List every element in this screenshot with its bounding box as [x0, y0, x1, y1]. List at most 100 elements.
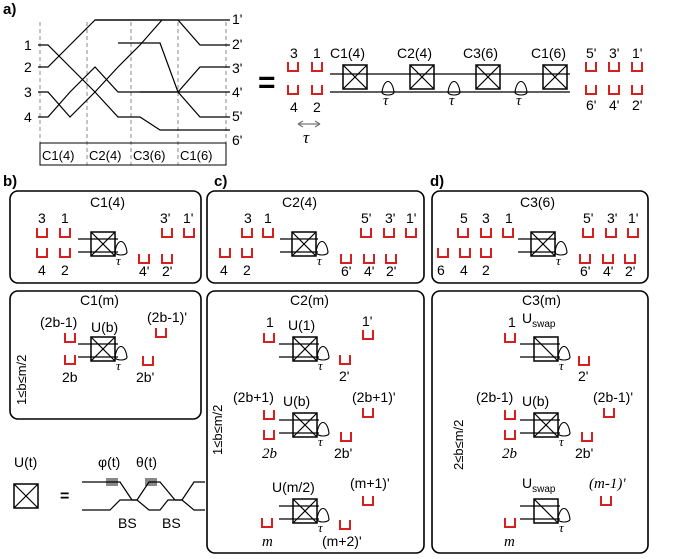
panel-b-label: b): [3, 173, 17, 190]
mode-label: 2: [313, 99, 321, 115]
gate-legend: U(t) = φ(t) θ(t) BS BS: [13, 454, 205, 531]
gate-label: U(m/2): [272, 479, 315, 495]
tau-label: τ: [559, 520, 565, 535]
mode-label: 4: [290, 99, 298, 115]
mode-label: 5': [586, 45, 596, 61]
mode-label: 1: [313, 45, 321, 61]
mode-label: 4': [139, 263, 149, 279]
mode-label: 3: [244, 210, 252, 226]
block-label: C2(4): [397, 45, 432, 61]
mode-label: 2: [61, 262, 69, 278]
mode-label: 3': [607, 210, 617, 226]
mode-label: 4: [460, 262, 468, 278]
mode-label: (m+1)': [350, 475, 390, 491]
panel-a-inputs: 1 2 3 4: [24, 37, 32, 125]
mode-label: 3: [482, 210, 490, 226]
mode-label: (m+2)': [322, 533, 362, 549]
mode-label: 2b: [62, 369, 78, 385]
mode-label: 2': [339, 368, 349, 384]
legend-equals: =: [60, 488, 69, 505]
mode-label: 2b: [262, 446, 278, 462]
mode-label: 1': [183, 210, 193, 226]
panel-d-label: d): [430, 173, 444, 190]
gate-label: Uswap: [522, 310, 556, 330]
tau-label: τ: [318, 520, 324, 535]
mode-label: (2b-1)': [147, 309, 187, 325]
output-label: 3': [232, 60, 242, 76]
panel-a-circuit: [38, 19, 230, 166]
tau-label: τ: [317, 253, 323, 268]
mode-label: (2b+1)': [352, 389, 396, 405]
panel-c-label: c): [214, 173, 227, 190]
stage-label: C1(6): [180, 148, 213, 163]
tau-label: τ: [449, 93, 455, 109]
tau-label: τ: [559, 434, 565, 449]
mode-label: 1: [266, 314, 274, 330]
gate-label: U(b): [283, 393, 310, 409]
mode-label: 3': [160, 210, 170, 226]
gate-symbol: [13, 483, 39, 509]
mode-label: 1: [61, 210, 69, 226]
tau-label: τ: [116, 253, 122, 268]
mode-label: 6: [437, 262, 445, 278]
bs-label: BS: [162, 515, 181, 531]
panel-c-bottom: C2(m) 1≤b≤m/2 1 U(1) 1' τ 2' (2b+1) U(b)…: [206, 290, 425, 554]
panel-b-top: C1(4) 3 1 4 2 τ 3' 1' 4' 2': [9, 190, 202, 284]
tau-label: τ: [303, 128, 310, 147]
mode-label: (2b+1): [233, 389, 274, 405]
mode-label: 2': [625, 263, 635, 279]
gate-label: U(b): [522, 393, 549, 409]
block-label: C3(6): [463, 45, 498, 61]
mode-label: 4: [38, 262, 46, 278]
mode-label: 1': [632, 45, 642, 61]
equals-sign: =: [258, 66, 276, 99]
panel-b-bottom: C1(m) 1≤b≤m/2 (2b-1) U(b) (2b-1)' τ 2b 2…: [9, 290, 202, 420]
tau-label: τ: [556, 253, 562, 268]
mode-label: (2b-1): [476, 389, 513, 405]
mode-label: 2: [243, 262, 251, 278]
mode-label: 2: [482, 262, 490, 278]
mode-label: 3': [385, 210, 395, 226]
tau-label: τ: [559, 358, 565, 373]
mode-label: m: [504, 534, 515, 550]
mode-label: 6': [580, 263, 590, 279]
theta-label: θ(t): [136, 454, 157, 470]
panel-a-label: a): [3, 1, 16, 18]
panel-d-top: C3(6) 5 3 1 6 4 2 τ 5' 3' 1' 6' 4' 2': [431, 190, 649, 284]
mode-label: 6': [586, 97, 596, 113]
mode-label: 3: [290, 45, 298, 61]
tau-label: τ: [318, 434, 324, 449]
tau-label: τ: [116, 358, 122, 373]
panel-a-compact: 3 1 4 2 τ τ τ τ C1(4) C2(4) C3(6) C1(6) …: [287, 45, 643, 147]
output-label: 2': [232, 36, 242, 52]
tau-label: τ: [516, 93, 522, 109]
block-title: C2(4): [282, 194, 317, 210]
mode-label: 2': [386, 263, 396, 279]
mode-label: 4': [603, 263, 613, 279]
mode-label: (m-1)': [589, 476, 626, 492]
mode-label: 5': [361, 210, 371, 226]
mode-label: 1: [505, 210, 513, 226]
bs-label: BS: [118, 515, 137, 531]
mode-label: 6': [341, 263, 351, 279]
mode-label: 3': [609, 45, 619, 61]
block-label: C1(6): [531, 45, 566, 61]
mode-label: 1: [264, 210, 272, 226]
input-label: 4: [24, 109, 32, 125]
block-title: C3(m): [522, 292, 561, 308]
range-label: 1≤b≤m/2: [14, 355, 29, 405]
mode-label: 2b': [136, 369, 154, 385]
range-label: 1≤b≤m/2: [210, 405, 225, 455]
mode-label: 1: [508, 314, 516, 330]
panel-a-stage-labels: C1(4) C2(4) C3(6) C1(6): [42, 148, 213, 163]
block-title: C1(4): [90, 194, 125, 210]
mode-label: 2': [632, 97, 642, 113]
mode-label: 4: [220, 262, 228, 278]
mode-label: (2b-1)': [593, 389, 633, 405]
stage-label: C2(4): [89, 148, 122, 163]
stage-label: C1(4): [42, 148, 75, 163]
tau-label: τ: [383, 93, 389, 109]
input-label: 3: [24, 84, 32, 100]
gate-label: Uswap: [522, 475, 556, 495]
